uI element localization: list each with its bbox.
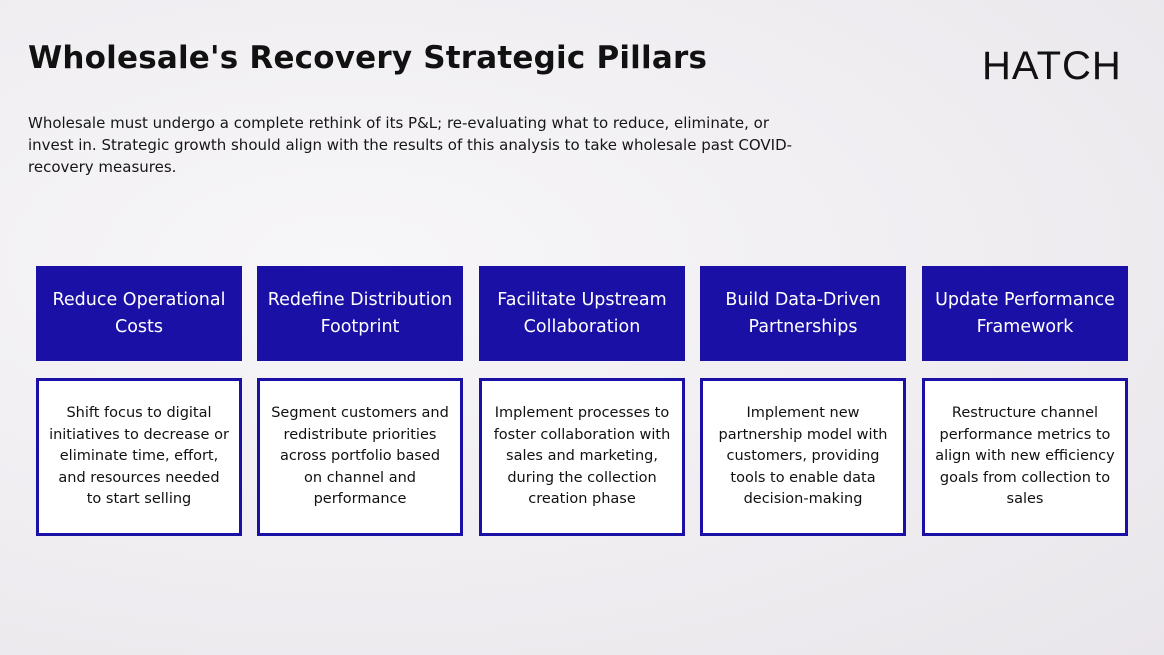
pillar-description: Restructure channel performance metrics … (922, 378, 1128, 536)
pillar-facilitate-upstream-collaboration: Facilitate Upstream Collaboration Implem… (479, 266, 685, 536)
pillars-diagram: Reduce Operational Costs Shift focus to … (36, 266, 1128, 536)
pillar-title: Redefine Distribution Footprint (257, 266, 463, 361)
page-title: Wholesale's Recovery Strategic Pillars (28, 40, 708, 76)
intro-paragraph: Wholesale must undergo a complete rethin… (28, 114, 793, 176)
pillar-description: Shift focus to digital initiatives to de… (36, 378, 242, 536)
pillar-title: Facilitate Upstream Collaboration (479, 266, 685, 361)
pillar-description: Implement processes to foster collaborat… (479, 378, 685, 536)
pillar-title: Reduce Operational Costs (36, 266, 242, 361)
pillar-description: Segment customers and redistribute prior… (257, 378, 463, 536)
hatch-logo: HATCH (982, 44, 1122, 88)
pillar-update-performance-framework: Update Performance Framework Restructure… (922, 266, 1128, 536)
pillar-description: Implement new partnership model with cus… (700, 378, 906, 536)
pillar-redefine-distribution-footprint: Redefine Distribution Footprint Segment … (257, 266, 463, 536)
pillar-title: Update Performance Framework (922, 266, 1128, 361)
pillar-build-data-driven-partnerships: Build Data-Driven Partnerships Implement… (700, 266, 906, 536)
pillar-reduce-operational-costs: Reduce Operational Costs Shift focus to … (36, 266, 242, 536)
pillar-title: Build Data-Driven Partnerships (700, 266, 906, 361)
